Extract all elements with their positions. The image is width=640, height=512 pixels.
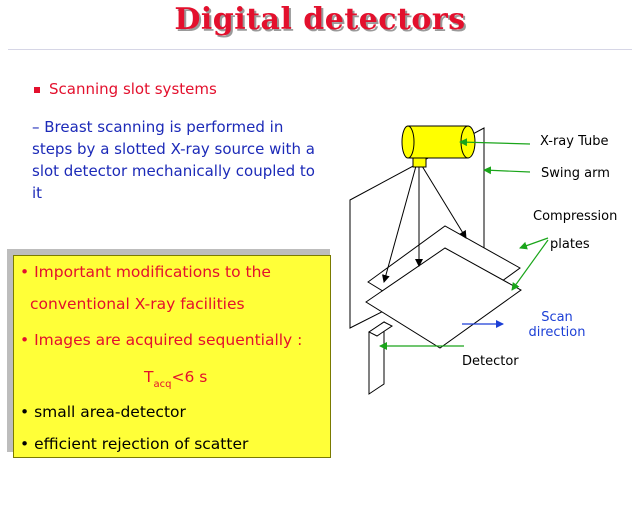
title-divider <box>8 49 632 50</box>
box-item4: • efficient rejection of scatter <box>20 435 249 453</box>
label-detector: Detector <box>462 354 519 369</box>
label-plates: plates <box>550 237 590 252</box>
square-bullet-icon <box>34 86 40 93</box>
box-item1-line1: • Important modifications to the <box>20 263 271 281</box>
callout-arrows <box>379 138 549 350</box>
xray-beam-lines <box>382 165 467 283</box>
bullet-scanning-slot: Scanning slot systems <box>34 80 217 98</box>
label-scan-direction: Scan direction <box>528 310 586 340</box>
label-xray-tube: X-ray Tube <box>540 134 609 149</box>
slot-detector <box>368 321 393 395</box>
slide-title: Digital detectors <box>174 2 466 37</box>
label-compression: Compression <box>533 209 618 224</box>
formula-subscript: acq <box>153 379 172 390</box>
box-item3: • small area-detector <box>20 403 186 421</box>
description-text: – Breast scanning is performed in steps … <box>32 118 315 202</box>
formula-t: T <box>144 368 154 386</box>
formula-tacq: Tacq<6 s <box>144 368 207 390</box>
box-item1-line2: conventional X-ray facilities <box>30 295 245 313</box>
label-swing-arm: Swing arm <box>541 166 610 181</box>
bullet-scanning-slot-text: Scanning slot systems <box>49 80 217 98</box>
box-item2: • Images are acquired sequentially : <box>20 331 303 349</box>
formula-value: <6 s <box>171 368 208 386</box>
info-box: • Important modifications to the convent… <box>13 255 331 458</box>
label-direction: direction <box>528 325 586 340</box>
label-scan: Scan <box>541 310 573 325</box>
